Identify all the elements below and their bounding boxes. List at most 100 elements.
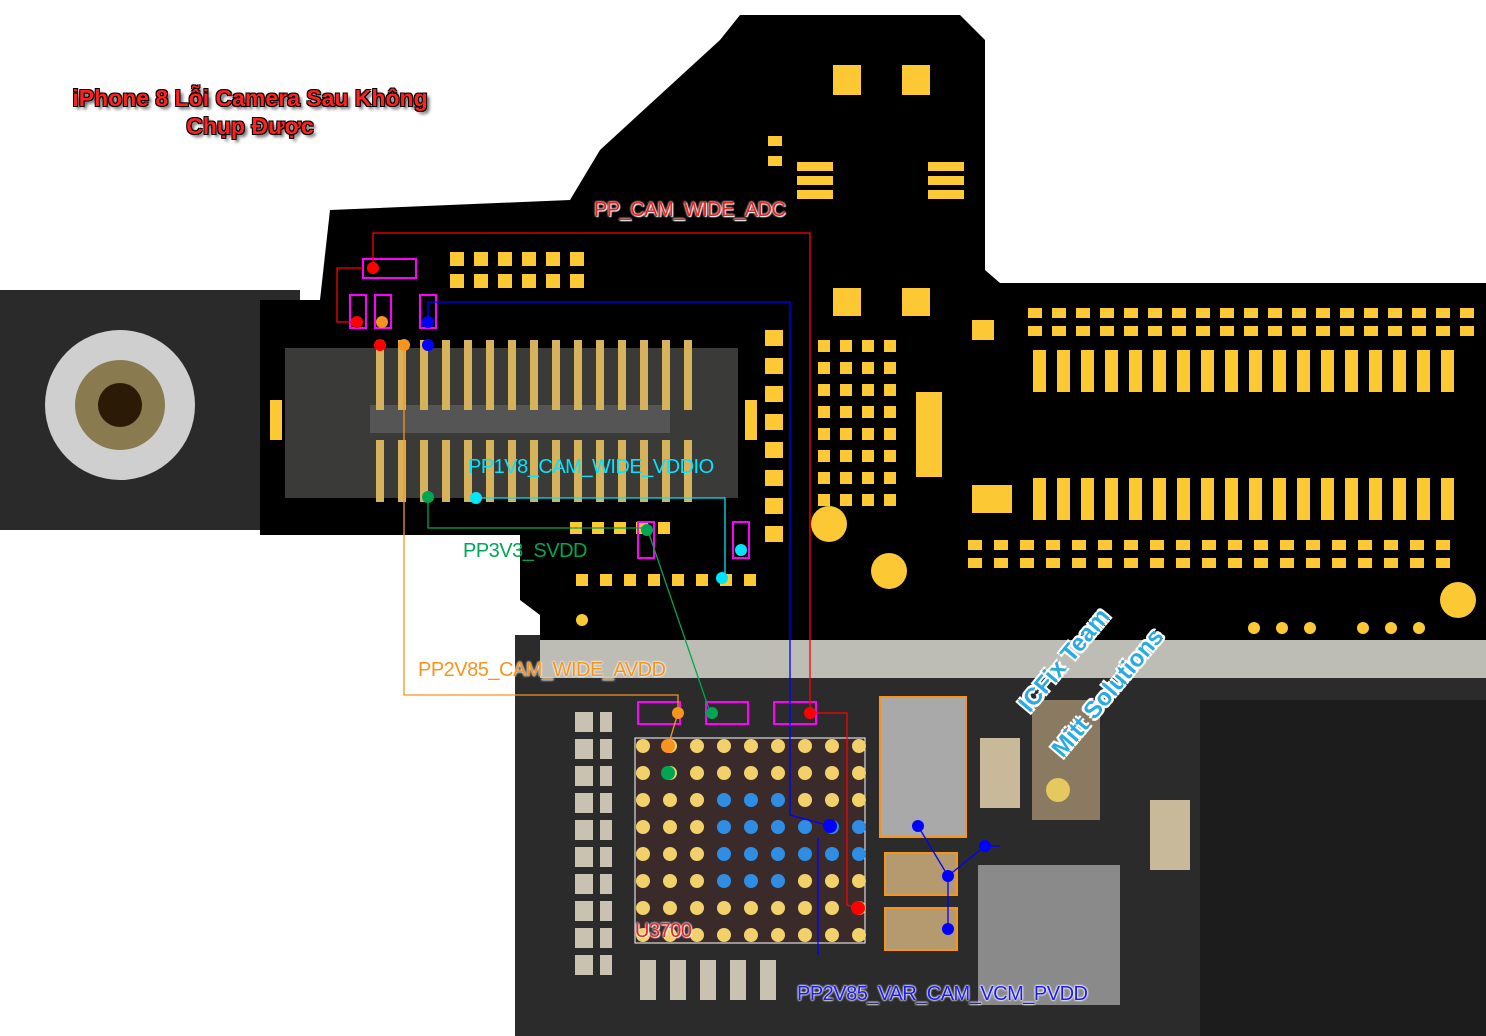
pad bbox=[1268, 308, 1282, 318]
pad bbox=[1440, 582, 1476, 618]
pad bbox=[765, 470, 783, 486]
pad bbox=[1410, 540, 1424, 550]
capacitor bbox=[575, 901, 593, 921]
pad bbox=[1384, 540, 1398, 550]
pad bbox=[1124, 558, 1138, 568]
pad bbox=[1358, 558, 1372, 568]
pad bbox=[546, 252, 560, 266]
page-title: iPhone 8 Lỗi Camera Sau Không Chụp Được bbox=[70, 84, 430, 140]
pad bbox=[916, 392, 942, 477]
pad bbox=[1153, 478, 1166, 520]
pad bbox=[1028, 326, 1042, 336]
pad bbox=[1441, 350, 1454, 392]
pad bbox=[1357, 622, 1369, 634]
pad bbox=[1436, 308, 1450, 318]
pad bbox=[1316, 326, 1330, 336]
pad bbox=[1020, 558, 1034, 568]
pad bbox=[474, 274, 488, 288]
pad bbox=[1076, 308, 1090, 318]
pad bbox=[765, 358, 783, 374]
trace-svdd bbox=[427, 497, 711, 713]
bga-ball bbox=[636, 874, 650, 888]
pad bbox=[1177, 478, 1190, 520]
bga-ball bbox=[636, 847, 650, 861]
capacitor bbox=[575, 766, 593, 786]
pad bbox=[902, 65, 930, 95]
pad bbox=[570, 252, 584, 266]
bga-ball bbox=[744, 928, 758, 942]
bga-ball bbox=[825, 739, 839, 753]
capacitor bbox=[575, 820, 593, 840]
pad bbox=[833, 65, 861, 95]
bga-ball bbox=[744, 901, 758, 915]
connector-pin bbox=[376, 340, 384, 410]
bga-ball bbox=[798, 874, 812, 888]
pad bbox=[1268, 326, 1282, 336]
bga-ball bbox=[663, 928, 677, 942]
connector-pin bbox=[464, 440, 472, 502]
pad bbox=[1072, 540, 1086, 550]
capacitor bbox=[600, 874, 612, 894]
pad bbox=[1033, 478, 1046, 520]
bga-ball bbox=[744, 793, 758, 807]
pad bbox=[862, 494, 874, 506]
pad bbox=[1176, 540, 1190, 550]
pad bbox=[546, 274, 560, 288]
connector-pin bbox=[442, 340, 450, 410]
pad bbox=[768, 156, 782, 166]
pad bbox=[765, 526, 783, 542]
pad bbox=[1202, 540, 1216, 550]
bga-ball bbox=[771, 793, 785, 807]
pad bbox=[1364, 326, 1378, 336]
bga-ball bbox=[798, 928, 812, 942]
bga-ball bbox=[825, 928, 839, 942]
bga-ball bbox=[771, 928, 785, 942]
pad bbox=[1385, 622, 1397, 634]
trace-vddio bbox=[476, 497, 726, 578]
bga-ball bbox=[798, 901, 812, 915]
capacitor bbox=[600, 901, 612, 921]
pad bbox=[884, 362, 896, 374]
pad bbox=[1436, 558, 1450, 568]
bga-ball bbox=[690, 928, 704, 942]
pad bbox=[1292, 326, 1306, 336]
pad bbox=[1460, 326, 1474, 336]
capacitor bbox=[575, 955, 593, 975]
pad bbox=[884, 406, 896, 418]
bga-ball bbox=[663, 793, 677, 807]
connector-pin bbox=[442, 440, 450, 502]
pad bbox=[1076, 326, 1090, 336]
pad bbox=[1033, 350, 1046, 392]
pad bbox=[1105, 478, 1118, 520]
bga-ball bbox=[744, 739, 758, 753]
bga-ball bbox=[636, 901, 650, 915]
capacitor bbox=[575, 928, 593, 948]
pad bbox=[928, 190, 964, 199]
capacitor bbox=[760, 960, 776, 1000]
connector-pin bbox=[574, 440, 582, 502]
bga-ball bbox=[852, 793, 866, 807]
pad bbox=[1072, 558, 1086, 568]
pad bbox=[862, 384, 874, 396]
capacitor bbox=[600, 793, 612, 813]
bga-ball bbox=[825, 874, 839, 888]
title-line-1: iPhone 8 Lỗi Camera Sau Không bbox=[72, 85, 428, 111]
pad bbox=[1046, 558, 1060, 568]
bga-ball bbox=[825, 847, 839, 861]
connector-pin bbox=[662, 340, 670, 410]
bga-ball bbox=[717, 766, 731, 780]
pad bbox=[1046, 540, 1060, 550]
connector-pin bbox=[662, 440, 670, 502]
pad bbox=[1177, 350, 1190, 392]
component-shield bbox=[978, 865, 1120, 1005]
pad bbox=[1201, 350, 1214, 392]
pad bbox=[1436, 326, 1450, 336]
bga-ball bbox=[717, 793, 731, 807]
pad bbox=[884, 340, 896, 352]
pad bbox=[1254, 540, 1268, 550]
pad bbox=[1150, 558, 1164, 568]
bga-ball bbox=[771, 874, 785, 888]
pad bbox=[1273, 350, 1286, 392]
pad bbox=[1280, 540, 1294, 550]
